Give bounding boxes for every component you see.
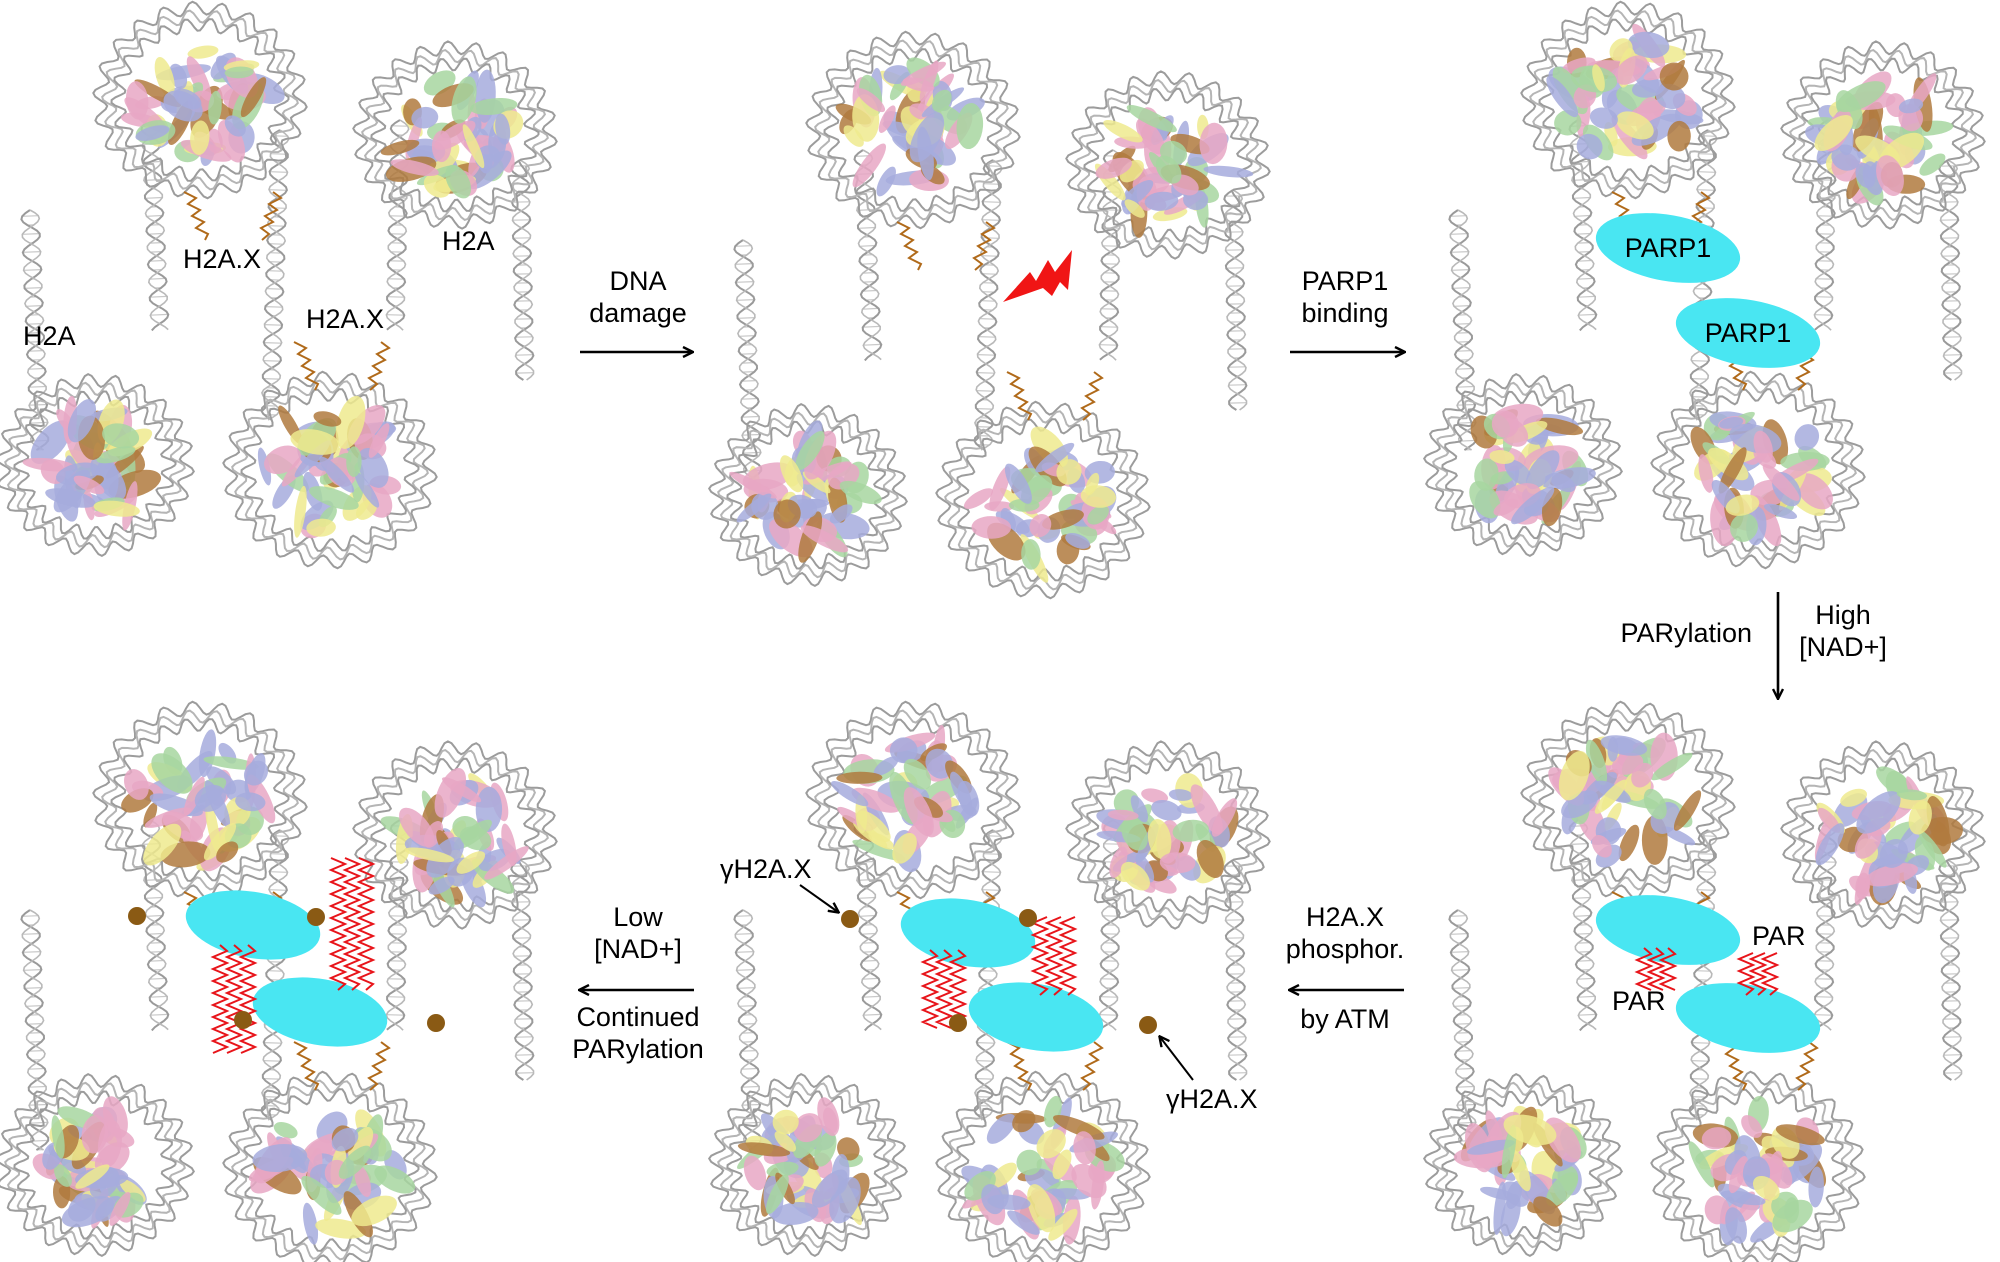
nucleosome: [708, 1072, 908, 1258]
nucleosome: [935, 1070, 1151, 1262]
nucleosome: [805, 30, 1021, 230]
nucleosome: [222, 370, 438, 570]
step2-label-line2: binding: [1301, 298, 1388, 328]
parp1-par-bottom-shape: [1675, 983, 1821, 1053]
par-chains-panel5: [920, 916, 1078, 1029]
nucleosome: [1650, 370, 1866, 570]
nucleosome: [0, 1072, 195, 1258]
par-label-left: PAR: [1612, 986, 1666, 1016]
gamma-h2ax-label-top: γH2A.X: [720, 854, 812, 884]
parp1-p5-bottom-shape: [968, 982, 1104, 1052]
par-chains-panel6: [210, 857, 376, 1054]
linker-dna-left: [20, 909, 50, 1151]
parp1-p6-top-shape: [185, 890, 321, 960]
dna-damage-lightning-icon: [1003, 250, 1072, 302]
phospho-dot-icon: [234, 1011, 252, 1029]
parp1-par-top-shape: [1595, 895, 1741, 965]
step5-label-line3: Continued: [576, 1002, 699, 1032]
nucleosome: [1520, 0, 1736, 200]
gamma-h2ax-label-bottom: γH2A.X: [1166, 1084, 1258, 1114]
nucleosome: [935, 400, 1151, 600]
phospho-dot-icon: [1019, 909, 1037, 927]
linker-dna-right-upper: [385, 119, 410, 331]
phospho-dot-icon: [307, 908, 325, 926]
panel-continued-parylation: [0, 700, 558, 1262]
parp1-bottom-label: PARP1: [1705, 318, 1792, 348]
nucleosome: [1065, 70, 1271, 260]
nucleosome: [1423, 1072, 1623, 1258]
linker-dna-right: [1938, 159, 1963, 381]
nucleosome: [92, 700, 308, 900]
nucleosome: [352, 740, 558, 930]
step5-label-line1: Low: [613, 902, 663, 932]
phospho-dot-icon: [841, 910, 859, 928]
linker-dna-left: [733, 909, 763, 1151]
panel-h2ax-phosphorylation: [708, 700, 1271, 1262]
step3-label-left: PARylation: [1620, 618, 1752, 648]
nucleosome: [708, 402, 908, 588]
parp1-top-label: PARP1: [1625, 233, 1712, 263]
panel-parylation: [1423, 700, 1986, 1262]
linker-dna-mid-right: [1688, 829, 1718, 1121]
phospho-dot-icon: [949, 1014, 967, 1032]
step3-label-right2: [NAD+]: [1799, 632, 1887, 662]
gamma-bottom-pointer: [1160, 1037, 1194, 1081]
phospho-dot-icon: [427, 1014, 445, 1032]
par-label-right: PAR: [1752, 921, 1806, 951]
step1-label-line1: DNA: [609, 266, 666, 296]
step1-label-line2: damage: [589, 298, 687, 328]
parp1-p5-top-shape: [900, 898, 1036, 968]
step3-label-right1: High: [1815, 600, 1871, 630]
panel-initial-state: [0, 0, 558, 570]
nucleosome: [1520, 700, 1736, 900]
nucleosome: [805, 700, 1021, 900]
step4-label-line3: by ATM: [1300, 1004, 1390, 1034]
linker-dna-mid-left: [1568, 819, 1598, 1032]
label-h2a-top: H2A: [442, 226, 495, 256]
parp1-bottom-shape: [1675, 298, 1821, 368]
step5-label-line4: PARylation: [572, 1034, 704, 1064]
nucleosome: [1780, 740, 1986, 930]
phospho-dot-icon: [1139, 1016, 1157, 1034]
panel-parp1-binding: [1423, 0, 1986, 570]
nucleosome: [92, 0, 308, 200]
label-h2ax-top: H2A.X: [183, 244, 261, 274]
nucleosome: [1423, 372, 1623, 558]
nucleosome: [1780, 40, 1986, 230]
label-h2ax-bottom: H2A.X: [306, 304, 384, 334]
step4-label-line2: phosphor.: [1286, 934, 1405, 964]
label-h2a-left: H2A: [23, 321, 76, 351]
nucleosome: [352, 40, 558, 230]
phospho-dot-icon: [128, 907, 146, 925]
nucleosome: [0, 372, 195, 558]
step5-label-line2: [NAD+]: [594, 934, 682, 964]
linker-dna-mid-left: [140, 119, 170, 332]
linker-dna-left: [733, 239, 763, 481]
nucleosome: [1650, 1070, 1866, 1262]
parp1-p6-bottom-shape: [252, 977, 388, 1047]
linker-dna-mid-right: [973, 159, 1003, 451]
step4-label-line1: H2A.X: [1306, 902, 1384, 932]
linker-dna-left: [1448, 909, 1478, 1151]
parp1-top-shape: [1595, 213, 1741, 283]
linker-dna-left: [1448, 209, 1478, 451]
gamma-top-pointer: [799, 884, 838, 912]
step2-label-line1: PARP1: [1302, 266, 1389, 296]
par-chains-panel4: [1634, 947, 1780, 996]
nucleosome: [222, 1070, 438, 1262]
nucleosome: [1065, 740, 1271, 930]
panel-dna-damage: [708, 30, 1271, 600]
linker-dna-right: [1938, 859, 1963, 1081]
